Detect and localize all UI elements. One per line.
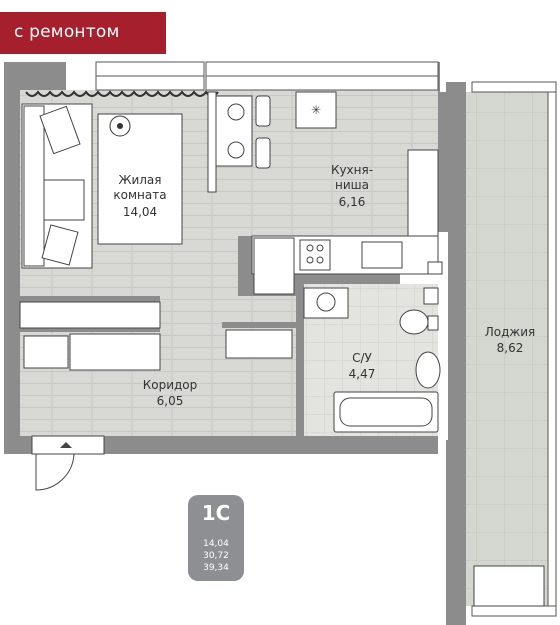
- label-corridor: Коридор 6,05: [143, 378, 198, 408]
- kitchen-name-2: ниша: [335, 178, 369, 192]
- sofa: [21, 103, 93, 269]
- label-bathroom: С/У 4,47: [349, 351, 376, 381]
- total-area-value: 30,72: [203, 551, 229, 561]
- kitchen-hood: [295, 91, 337, 129]
- living-room-name-1: Жилая: [119, 173, 162, 187]
- area-with-loggia-value: 39,34: [203, 563, 229, 573]
- kitchen-floor: [242, 90, 438, 236]
- loggia-name: Лоджия: [485, 325, 536, 339]
- label-living-room: Жилая комната 14,04: [113, 173, 166, 219]
- loggia-floor: [466, 92, 554, 606]
- window-kitchen: [205, 61, 439, 91]
- front-door: [31, 435, 105, 491]
- hall-bench: [23, 335, 69, 369]
- curtain: [25, 90, 219, 97]
- living-area-value: 14,04: [203, 539, 229, 549]
- living-room-area: 14,04: [123, 205, 157, 219]
- renovation-label: с ремонтом: [14, 22, 120, 42]
- loggia-cabinet: [473, 565, 545, 607]
- bathroom-name: С/У: [352, 351, 372, 365]
- label-loggia: Лоджия 8,62: [485, 325, 536, 355]
- label-kitchen: Кухня- ниша 6,16: [331, 163, 373, 209]
- rug: [97, 113, 183, 245]
- dining-table: [215, 95, 271, 169]
- hood-icon: ✳: [311, 103, 321, 117]
- plant-icon: [109, 115, 131, 137]
- window-top: [95, 61, 205, 91]
- corridor-area: 6,05: [157, 394, 184, 408]
- bathroom-fixtures: [303, 287, 441, 433]
- kitchen-name-1: Кухня-: [331, 163, 373, 177]
- wardrobes: [19, 237, 295, 371]
- bathroom-area: 4,47: [349, 367, 376, 381]
- kitchen-area: 6,16: [339, 195, 366, 209]
- living-room-name-2: комната: [113, 188, 166, 202]
- apartment-type-card: 1С 14,04 30,72 39,34: [188, 495, 244, 581]
- tv-unit: [207, 91, 217, 193]
- renovation-badge: с ремонтом: [0, 12, 166, 54]
- corridor-name: Коридор: [143, 378, 198, 392]
- loggia-area: 8,62: [497, 341, 524, 355]
- apartment-type: 1С: [201, 501, 231, 525]
